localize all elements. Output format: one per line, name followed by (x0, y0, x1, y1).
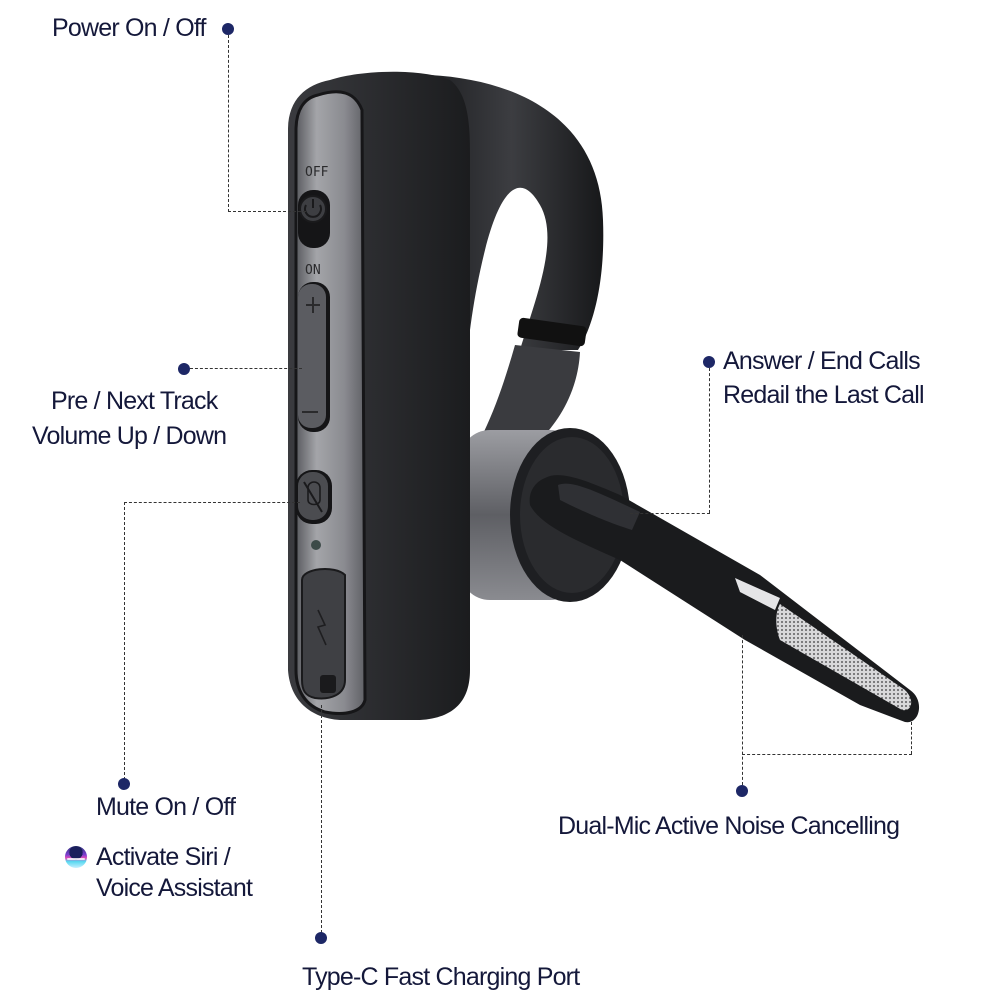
charging-leader-line (321, 705, 322, 933)
track-volume-leader-line (190, 368, 302, 369)
track-volume-callout-line1: Pre / Next Track (51, 387, 218, 415)
power-callout-label: Power On / Off (52, 14, 206, 42)
answer-callout-dot (703, 356, 715, 368)
siri-callout-line1: Activate Siri / (96, 843, 231, 871)
switch-off-text: OFF (305, 165, 329, 180)
answer-leader-line-v (709, 368, 710, 513)
answer-callout-line1: Answer / End Calls (723, 347, 921, 375)
track-volume-callout-dot (178, 363, 190, 375)
mute-callout-label: Mute On / Off (96, 793, 236, 821)
power-leader-line (228, 35, 229, 212)
answer-callout-line2: Redail the Last Call (723, 381, 925, 409)
mic-callout-label: Dual-Mic Active Noise Cancelling (558, 812, 900, 840)
mute-leader-line-h (124, 502, 300, 503)
track-volume-callout-line2: Volume Up / Down (32, 422, 227, 450)
siri-callout-line2: Voice Assistant (96, 874, 253, 902)
charging-callout-dot (315, 932, 327, 944)
switch-on-text: ON (305, 263, 321, 278)
power-callout-dot (222, 23, 234, 35)
power-leader-line-h (228, 211, 306, 212)
mic-leader-line-v2 (911, 722, 912, 754)
mic-leader-line-h (742, 754, 912, 755)
mute-leader-line-v (124, 502, 125, 780)
mic-callout-dot (736, 785, 748, 797)
answer-leader-line-h (630, 513, 710, 514)
siri-icon (65, 846, 87, 868)
mic-leader-line-v1 (742, 635, 743, 785)
mute-callout-dot (118, 778, 130, 790)
charging-callout-label: Type-C Fast Charging Port (302, 963, 580, 991)
